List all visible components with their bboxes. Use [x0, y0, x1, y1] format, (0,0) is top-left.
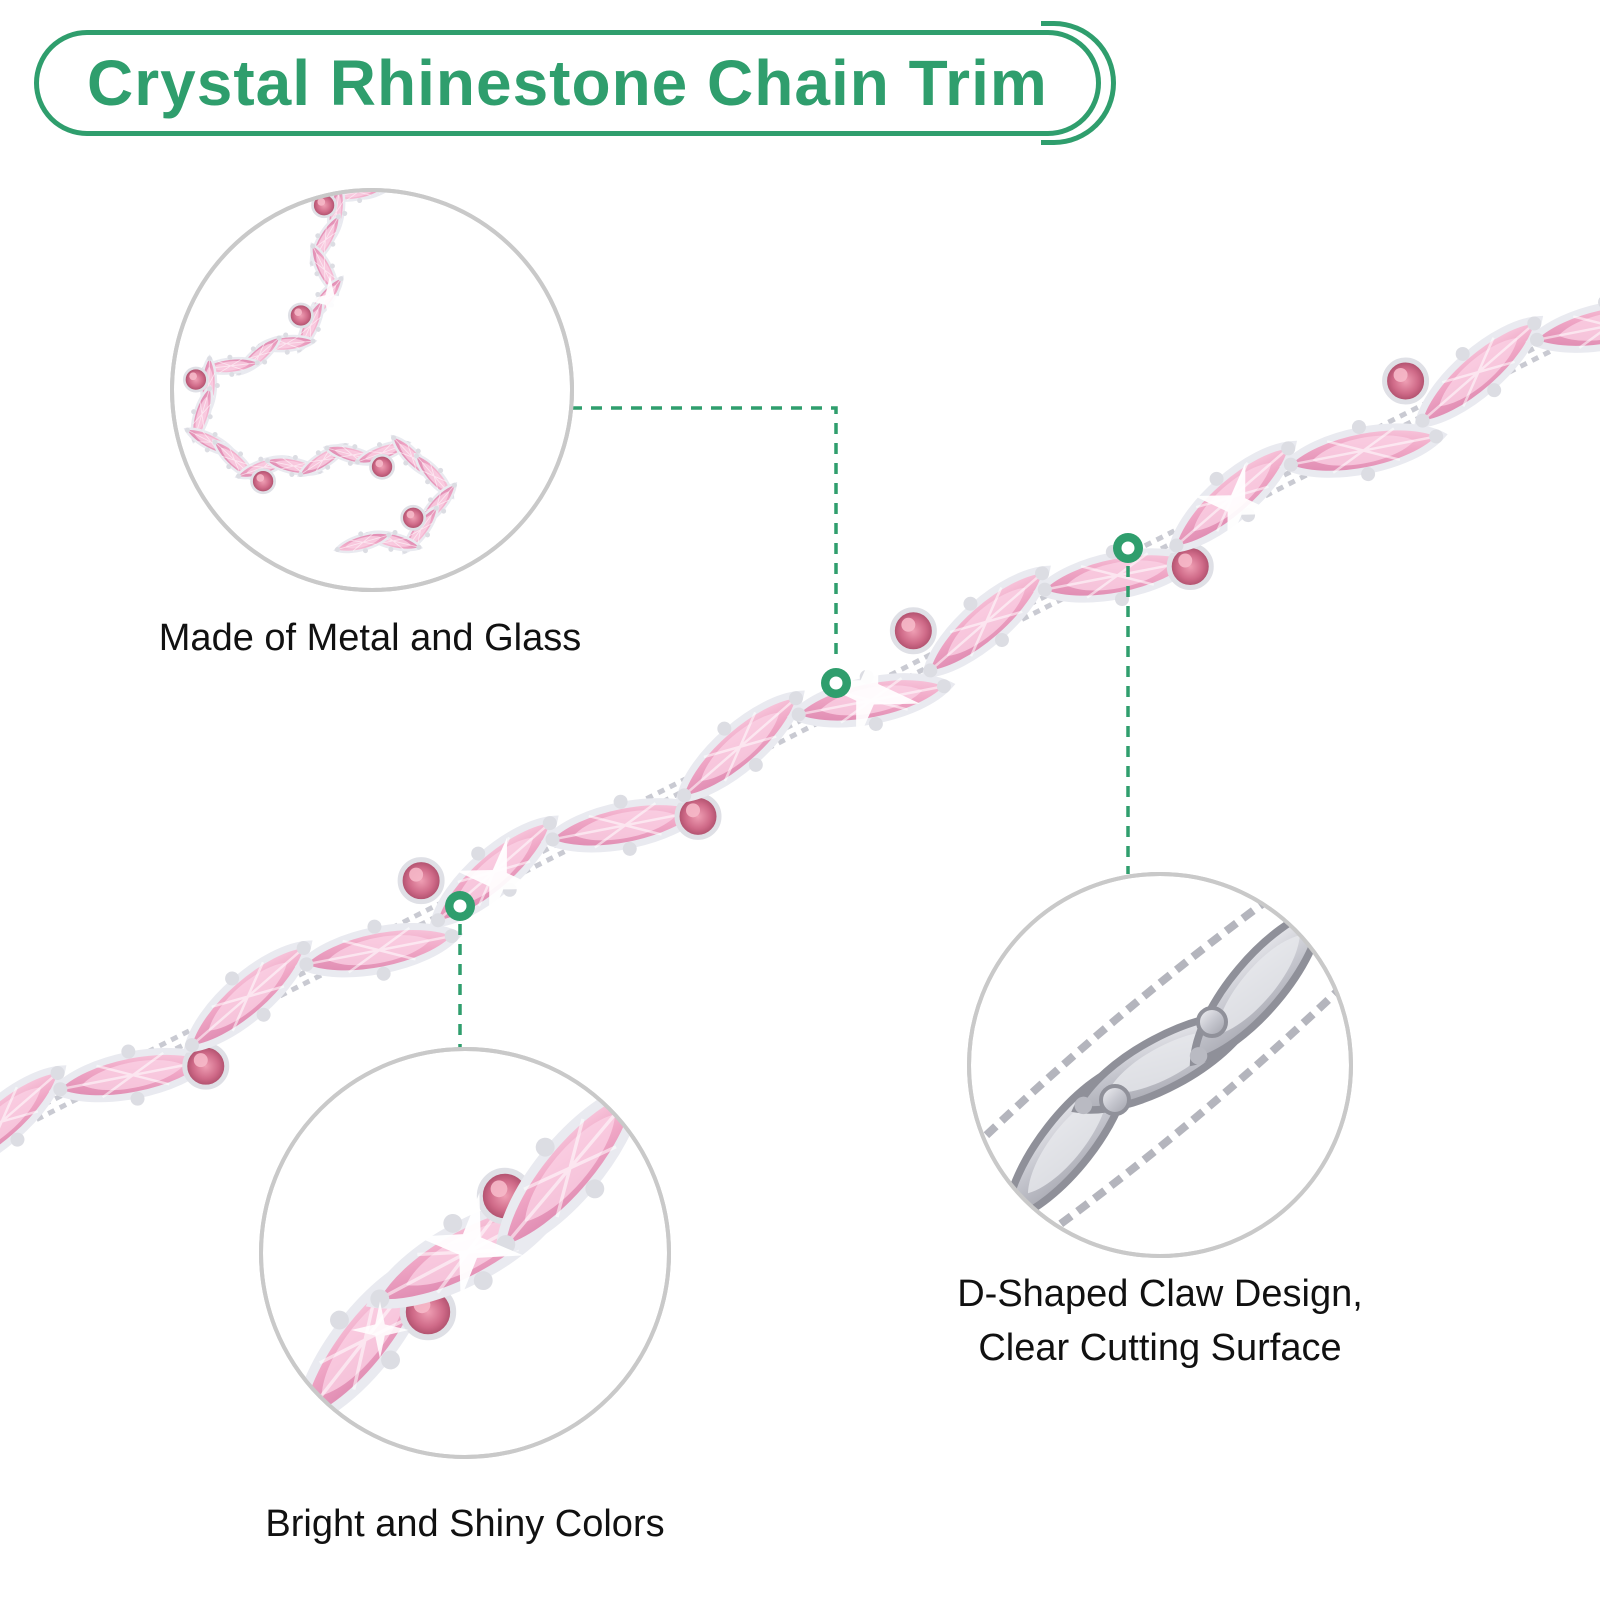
- label-claw: D-Shaped Claw Design, Clear Cutting Surf…: [905, 1268, 1415, 1376]
- callout-marker-dots: [445, 533, 1143, 921]
- page-title: Crystal Rhinestone Chain Trim: [87, 47, 1048, 119]
- callout-connector-lines: [458, 406, 1130, 1050]
- label-claw-line2: Clear Cutting Surface: [978, 1326, 1342, 1369]
- shiny-stones-detail: [265, 1057, 673, 1452]
- title-banner: Crystal Rhinestone Chain Trim: [34, 21, 1116, 145]
- zoom-circle-material: [170, 188, 574, 592]
- claw-back-detail: [969, 878, 1351, 1252]
- label-material: Made of Metal and Glass: [158, 617, 582, 659]
- zoom-circle-colors: [259, 1047, 673, 1459]
- label-colors: Bright and Shiny Colors: [265, 1503, 665, 1545]
- label-claw-line1: D-Shaped Claw Design,: [957, 1273, 1363, 1315]
- zoom-circle-claw: [967, 872, 1353, 1258]
